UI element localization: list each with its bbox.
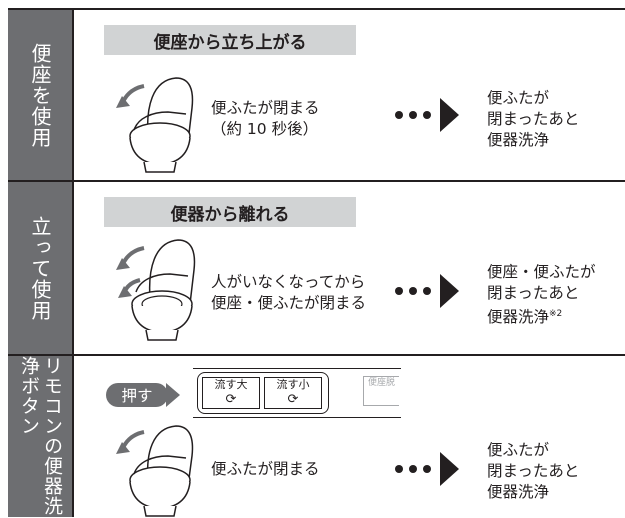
toilet-lid-closing-icon (116, 77, 194, 173)
side-label-box: 便座を使用 (8, 10, 72, 180)
footnote-mark: ※2 (549, 309, 563, 319)
row-header: 便座から立ち上がる (104, 25, 356, 55)
progress-dots (395, 452, 459, 486)
side-label: 立って使用 (28, 215, 52, 321)
row-seat-use: 便座を使用 便座から立ち上がる 便ふたが閉まる （約 10 秒後） 便ふたが 閉… (8, 10, 625, 180)
press-arrow-icon (166, 383, 180, 407)
flush-table: 便座を使用 便座から立ち上がる 便ふたが閉まる （約 10 秒後） 便ふたが 閉… (8, 8, 625, 517)
remote-control: 流す大 ⟳ 流す小 ⟳ 便座脱 (193, 368, 401, 418)
side-label: 便座を使用 (28, 42, 52, 148)
progress-dots (395, 98, 459, 132)
row-standing-use: 立って使用 便器から離れる 人がいなくなってから 便座・便ふたが閉まる 便座・便… (8, 182, 625, 354)
arrow-icon (440, 98, 459, 132)
side-label: リモコンの便器洗浄ボタン (18, 356, 63, 516)
press-label: 押す (106, 383, 168, 407)
toilet-seat-lid-closing-icon (116, 239, 196, 341)
arrow-icon (440, 274, 459, 308)
action-text: 便ふたが閉まる （約 10 秒後） (211, 99, 320, 138)
swirl-icon: ⟳ (225, 392, 237, 407)
flush-small-button[interactable]: 流す小 ⟳ (264, 377, 322, 409)
arrow-icon (440, 452, 459, 486)
result-text: 便ふたが 閉まったあと 便器洗浄 (487, 441, 580, 501)
side-label-box: リモコンの便器洗浄ボタン (8, 356, 72, 517)
seat-button-partial[interactable]: 便座脱 (363, 376, 399, 406)
row-remote-flush: リモコンの便器洗浄ボタン 押す 流す大 ⟳ 流す小 ⟳ 便座脱 (8, 356, 625, 517)
result-text: 便ふたが 閉まったあと 便器洗浄 (487, 89, 580, 149)
flush-large-button[interactable]: 流す大 ⟳ (202, 377, 260, 409)
toilet-lid-closing-icon (116, 425, 194, 517)
swirl-icon: ⟳ (287, 392, 299, 407)
action-text: 便ふたが閉まる (211, 460, 320, 478)
progress-dots (395, 274, 459, 308)
side-label-box: 立って使用 (8, 182, 72, 354)
result-text: 便座・便ふたが 閉まったあと 便器洗浄※2 (487, 263, 596, 327)
flush-button-group: 流す大 ⟳ 流す小 ⟳ (197, 372, 329, 414)
action-text: 人がいなくなってから 便座・便ふたが閉まる (211, 273, 367, 312)
row-header: 便器から離れる (104, 197, 356, 227)
